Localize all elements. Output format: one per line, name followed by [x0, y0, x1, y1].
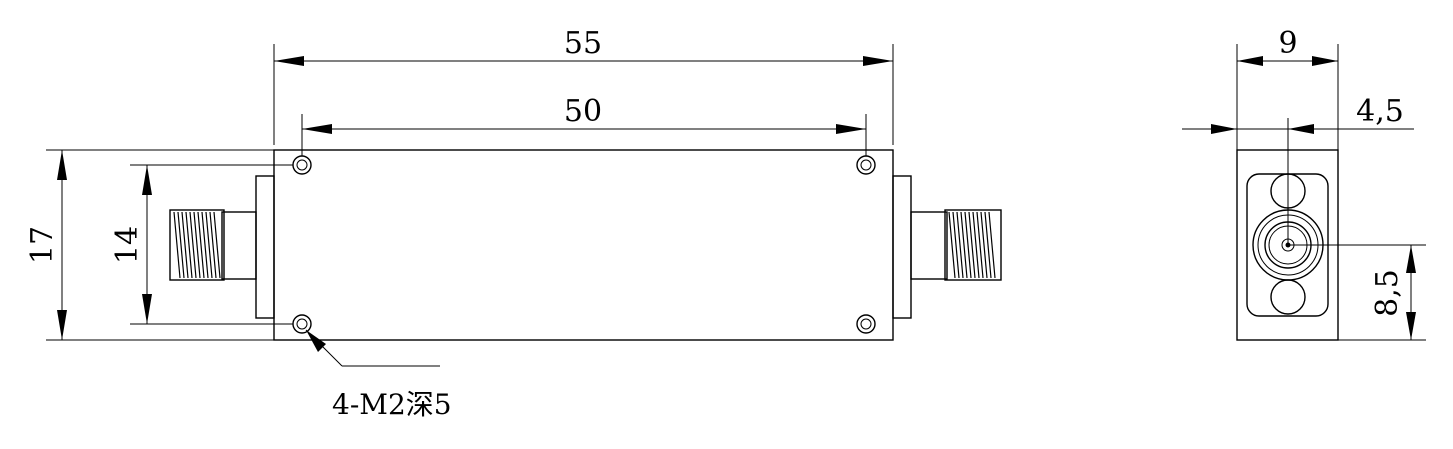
- dimension-length-label: 55: [564, 26, 602, 61]
- dimension-8-5: 8,5: [1288, 244, 1426, 341]
- dimension-4-5: 4,5: [1182, 94, 1414, 245]
- dimension-50: 50: [301, 94, 867, 156]
- dimension-hole-spacing-label: 50: [564, 94, 602, 129]
- dimension-9: 9: [1236, 26, 1339, 150]
- left-connector: [169, 209, 257, 281]
- dimension-width-label: 9: [1278, 26, 1297, 61]
- dimension-55: 55: [273, 26, 894, 145]
- hole-note: 4-M2深5: [332, 388, 452, 421]
- front-view: 55 50 17 14: [25, 26, 1002, 421]
- left-flange: [255, 175, 275, 319]
- dimension-height-label: 17: [25, 226, 60, 264]
- hole-callout: 4-M2深5: [305, 329, 452, 421]
- lower-bore: [1270, 279, 1306, 315]
- side-view: 9 4,5 8,5: [1182, 26, 1426, 341]
- mounting-holes: [292, 155, 876, 334]
- dimension-connector-height-label: 8,5: [1370, 269, 1405, 317]
- filter-body: [273, 149, 894, 341]
- dimension-offset-label: 4,5: [1356, 94, 1404, 129]
- right-connector: [910, 209, 1002, 281]
- right-flange: [892, 175, 912, 319]
- dimension-14: 14: [110, 164, 293, 325]
- dimension-17: 17: [25, 149, 274, 341]
- dimension-hole-vertical-label: 14: [110, 226, 145, 264]
